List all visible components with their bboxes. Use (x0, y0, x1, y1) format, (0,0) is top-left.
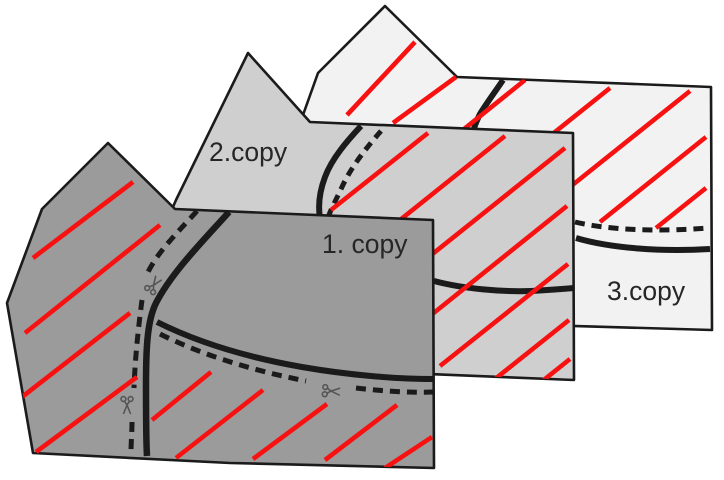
sheet-label: 1. copy (322, 229, 408, 259)
hatch-line (329, 131, 430, 212)
hatch-group (20, 180, 434, 468)
sheet-label: 3.copy (607, 276, 686, 306)
hatch-line (34, 375, 139, 454)
hatch-line (558, 89, 692, 197)
sheet-label: 2.copy (209, 137, 288, 167)
hatch-line (438, 262, 570, 368)
hatch-line (654, 186, 708, 230)
scissors-icon (143, 275, 163, 296)
hatch-line (598, 135, 708, 224)
hatch-line (251, 402, 329, 461)
hatch-line (150, 370, 213, 422)
hatch-line (23, 223, 162, 335)
scissors-icon (321, 383, 341, 398)
hatch-line (468, 318, 571, 380)
sheet-1-copy: 1. copy (5, 141, 436, 470)
cut-line-dashed-horizontal (574, 219, 709, 233)
cut-line-dashed-horizontal (158, 331, 434, 395)
hatch-line (174, 388, 265, 460)
hatch-line (31, 180, 135, 260)
hatch-line (20, 311, 132, 399)
road-solid-vertical (142, 209, 232, 457)
hatch-line (391, 75, 458, 125)
scissors-icon (120, 395, 134, 415)
hatch-line (345, 40, 417, 117)
hatch-line (418, 204, 569, 326)
cut-line-dashed-vertical (128, 209, 199, 454)
cut-line-dashed-vertical (325, 129, 383, 219)
road-solid-horizontal (575, 235, 711, 253)
hatch-line (383, 435, 434, 468)
road-solid-vertical (316, 123, 364, 219)
hatch-line (323, 403, 399, 462)
road-solid-horizontal (155, 319, 434, 382)
